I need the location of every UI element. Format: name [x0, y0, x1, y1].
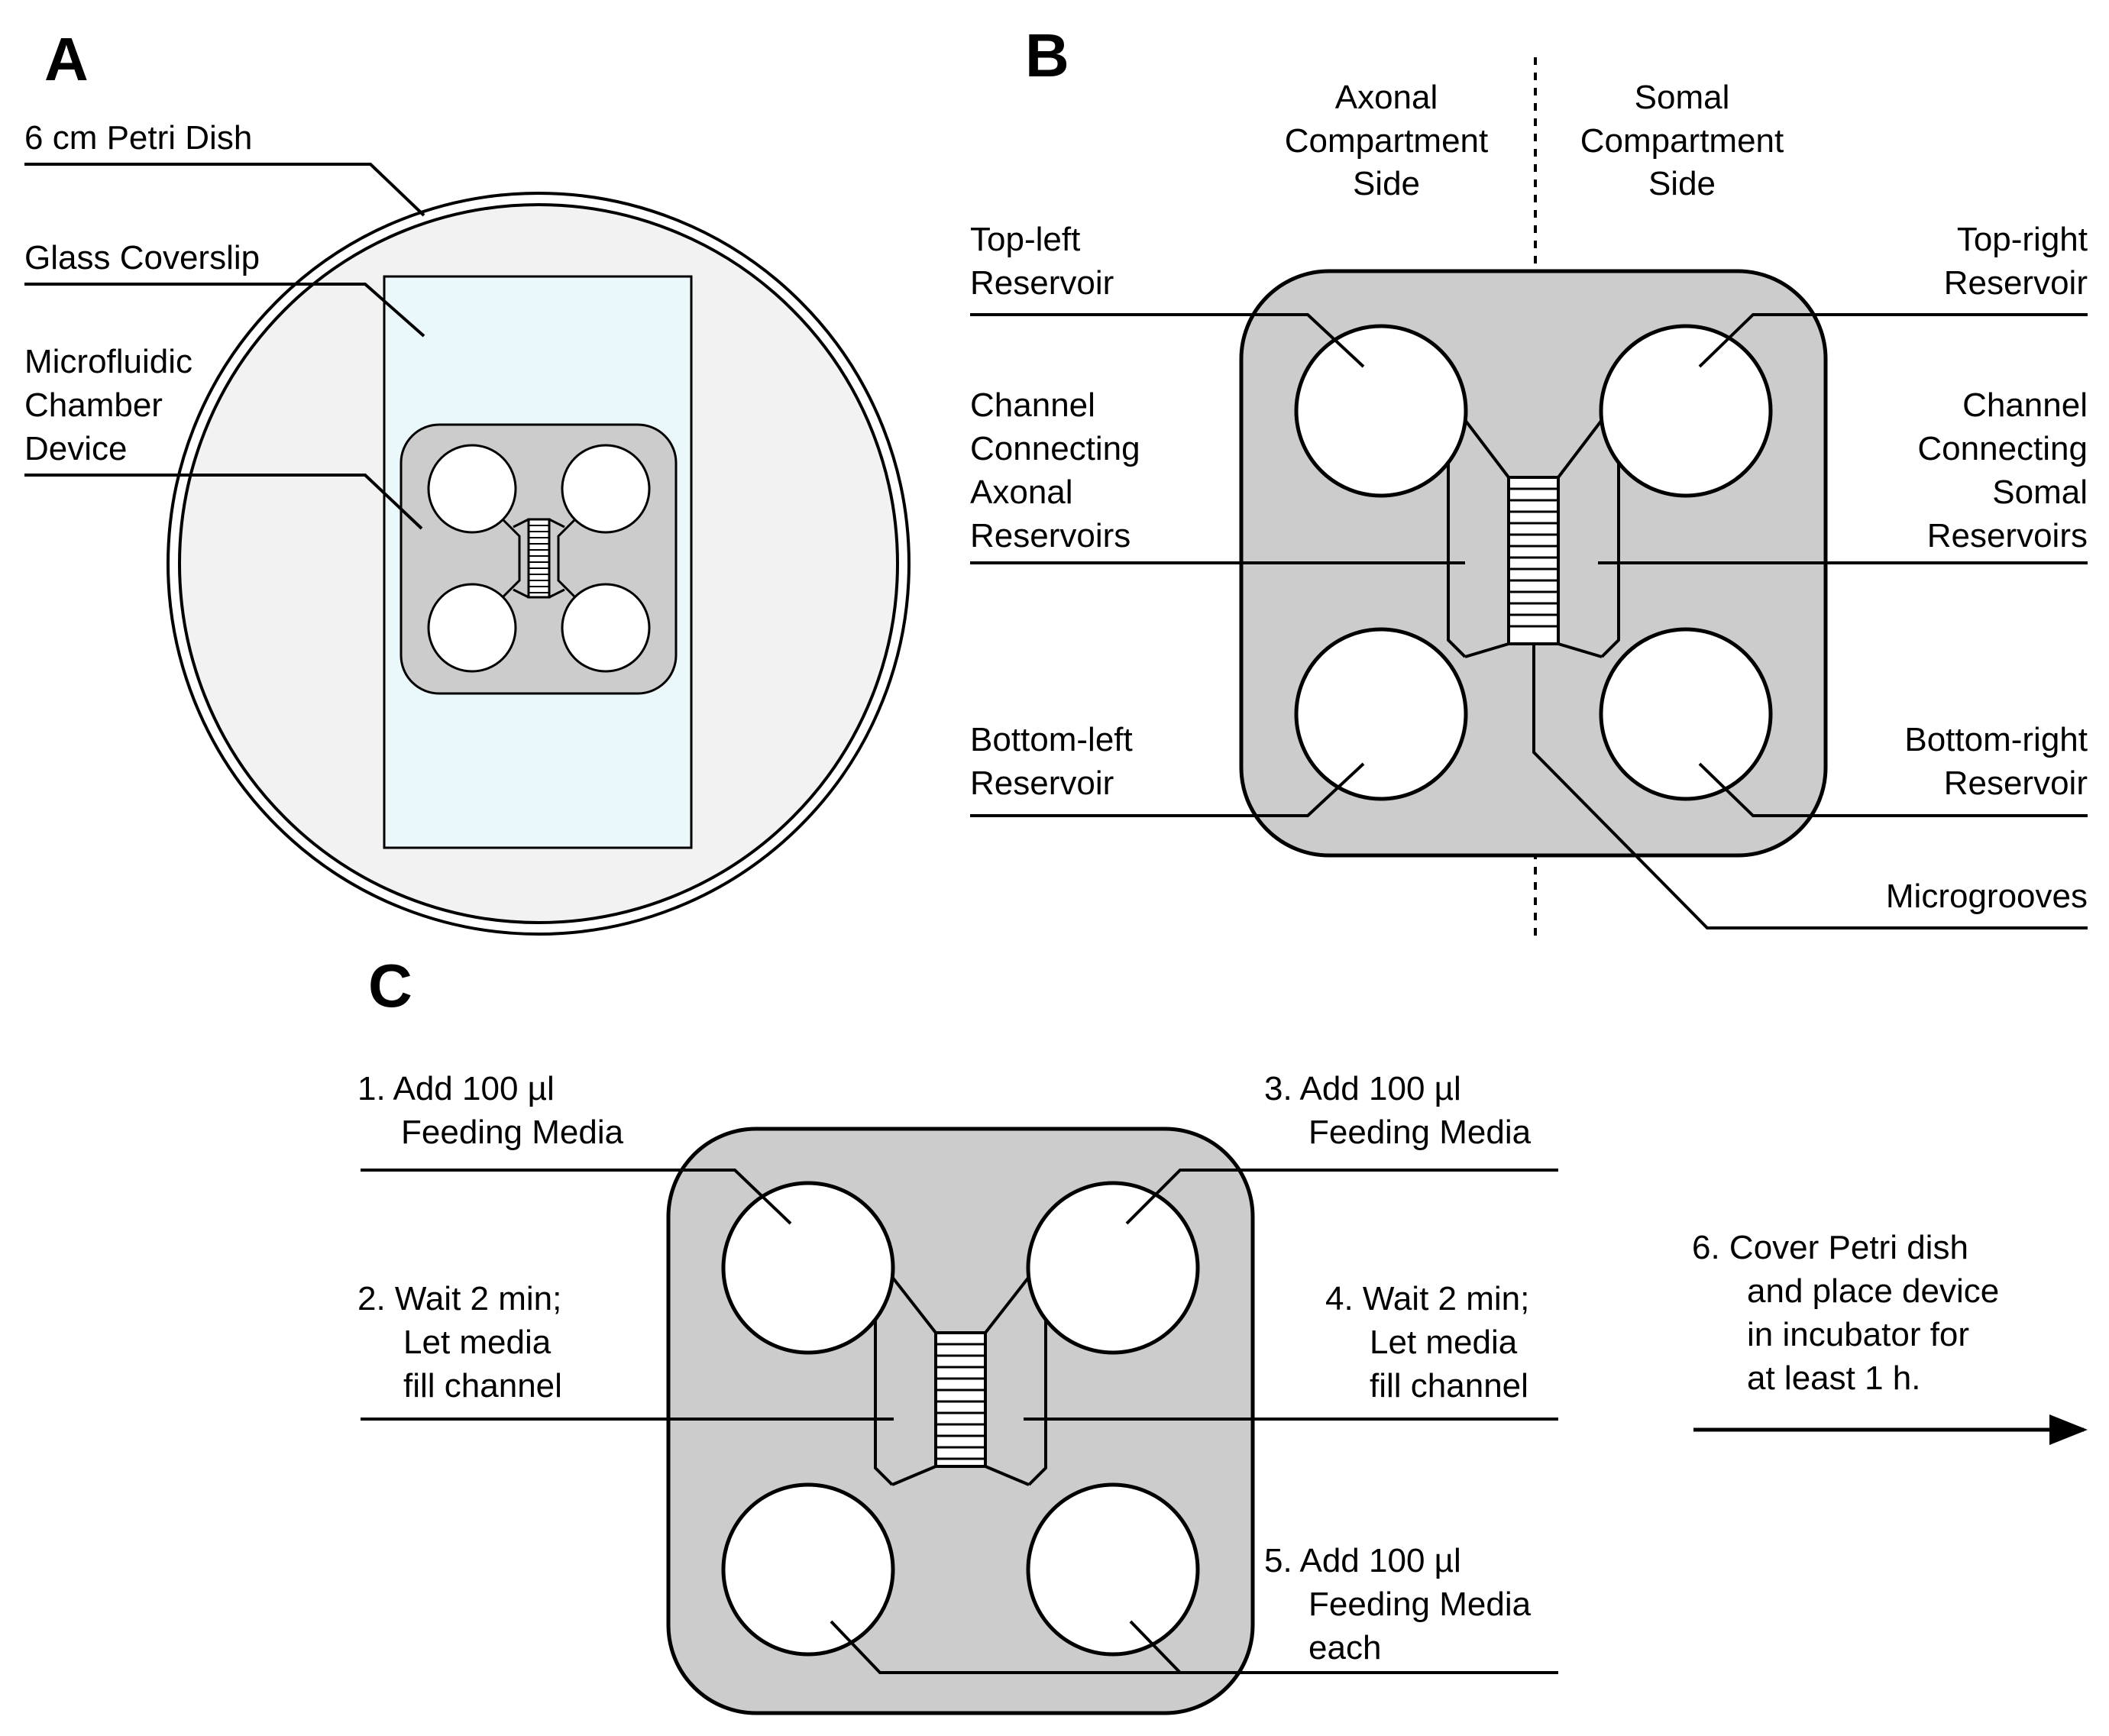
- step-5: 5. Add 100 µl Feeding Media each: [830, 1542, 1558, 1674]
- bottom-left-label-line-1: Bottom-left: [970, 721, 1133, 758]
- top-left-label-line-1: Top-left: [970, 221, 1080, 258]
- dish-leader: 6 cm Petri Dish: [24, 119, 425, 217]
- panel-a-letter: A: [44, 25, 89, 93]
- step-2-line-2: Let media: [403, 1324, 552, 1361]
- step-5-line-2: Feeding Media: [1308, 1586, 1532, 1623]
- microgrooves-leader: Microgrooves: [1532, 644, 2088, 929]
- coverslip-label: Glass Coverslip: [24, 239, 260, 276]
- microgrooves-label: Microgrooves: [1886, 878, 2088, 915]
- large-device-c: [666, 1127, 1255, 1715]
- axonal-side-line-3: Side: [1353, 165, 1420, 202]
- step-6-line-1: 6. Cover Petri dish: [1692, 1229, 1968, 1266]
- channel-somal-line-2: Connecting: [1917, 430, 2088, 467]
- step-2-line-3: fill channel: [403, 1367, 562, 1405]
- channel-axonal-line-4: Reservoirs: [970, 517, 1131, 554]
- panel-b-letter: B: [1025, 21, 1069, 89]
- step-2-line-1: 2. Wait 2 min;: [357, 1280, 561, 1317]
- axonal-side-line-1: Axonal: [1335, 79, 1438, 116]
- panel-a: A: [24, 25, 911, 936]
- top-right-label-line-2: Reservoir: [1944, 264, 2088, 302]
- top-right-leader: Top-right Reservoir: [1698, 221, 2088, 368]
- panel-c: C 1. Add 100 µl Fee: [357, 952, 2088, 1715]
- axonal-side-line-2: Compartment: [1285, 122, 1489, 160]
- step-4-line-2: Let media: [1370, 1324, 1518, 1361]
- channel-somal-leader: Channel Connecting Somal Reservoirs: [1598, 386, 2088, 564]
- step-5-line-3: each: [1308, 1629, 1381, 1666]
- top-left-leader: Top-left Reservoir: [970, 221, 1365, 368]
- channel-axonal-line-3: Axonal: [970, 474, 1073, 511]
- channel-somal-line-3: Somal: [1992, 474, 2088, 511]
- step-1-line-2: Feeding Media: [401, 1114, 624, 1151]
- step-1-line-1: 1. Add 100 µl: [357, 1070, 555, 1107]
- step-3-line-2: Feeding Media: [1308, 1114, 1532, 1151]
- step-3-line-1: 3. Add 100 µl: [1264, 1070, 1461, 1107]
- dish-label: 6 cm Petri Dish: [24, 119, 252, 157]
- step-4: 4. Wait 2 min; Let media fill channel: [1024, 1280, 1558, 1421]
- somal-side-label: Somal Compartment Side: [1580, 79, 1784, 202]
- channel-axonal-leader: Channel Connecting Axonal Reservoirs: [970, 386, 1465, 564]
- step-5-line-1: 5. Add 100 µl: [1264, 1542, 1461, 1579]
- device-leader: Microfluidic Chamber Device: [24, 343, 423, 530]
- coverslip-leader: Glass Coverslip: [24, 239, 425, 338]
- step-6-line-3: in incubator for: [1747, 1316, 1969, 1353]
- somal-side-line-3: Side: [1648, 165, 1716, 202]
- small-device: [399, 423, 678, 695]
- axonal-side-label: Axonal Compartment Side: [1285, 79, 1489, 202]
- device-label-line-3: Device: [24, 430, 128, 467]
- bottom-right-label-line-2: Reservoir: [1944, 765, 2088, 802]
- step-2: 2. Wait 2 min; Let media fill channel: [357, 1280, 894, 1421]
- step-6-line-4: at least 1 h.: [1747, 1359, 1920, 1397]
- step-4-line-3: fill channel: [1370, 1367, 1528, 1405]
- device-label-line-2: Chamber: [24, 386, 163, 424]
- step-1: 1. Add 100 µl Feeding Media: [357, 1070, 792, 1225]
- channel-axonal-line-2: Connecting: [970, 430, 1140, 467]
- top-right-label-line-1: Top-right: [1957, 221, 2088, 258]
- step-3: 3. Add 100 µl Feeding Media: [1125, 1070, 1558, 1225]
- bottom-right-label-line-1: Bottom-right: [1904, 721, 2088, 758]
- channel-somal-line-1: Channel: [1962, 386, 2088, 424]
- top-left-label-line-2: Reservoir: [970, 264, 1114, 302]
- somal-side-line-1: Somal: [1635, 79, 1730, 116]
- step-6-line-2: and place device: [1747, 1272, 1999, 1310]
- panel-c-letter: C: [368, 952, 412, 1020]
- step-4-line-1: 4. Wait 2 min;: [1325, 1280, 1529, 1317]
- somal-side-line-2: Compartment: [1580, 122, 1784, 160]
- channel-somal-line-4: Reservoirs: [1927, 517, 2088, 554]
- bottom-left-label-line-2: Reservoir: [970, 765, 1114, 802]
- bottom-left-leader: Bottom-left Reservoir: [970, 721, 1365, 817]
- channel-axonal-line-1: Channel: [970, 386, 1095, 424]
- device-label-line-1: Microfluidic: [24, 343, 192, 380]
- panel-b: B Axonal Compartment Side Somal Compartm…: [970, 21, 2088, 936]
- step-6: 6. Cover Petri dish and place device in …: [1692, 1229, 2088, 1445]
- large-device-b: [1239, 269, 1828, 858]
- bottom-right-leader: Bottom-right Reservoir: [1698, 721, 2088, 817]
